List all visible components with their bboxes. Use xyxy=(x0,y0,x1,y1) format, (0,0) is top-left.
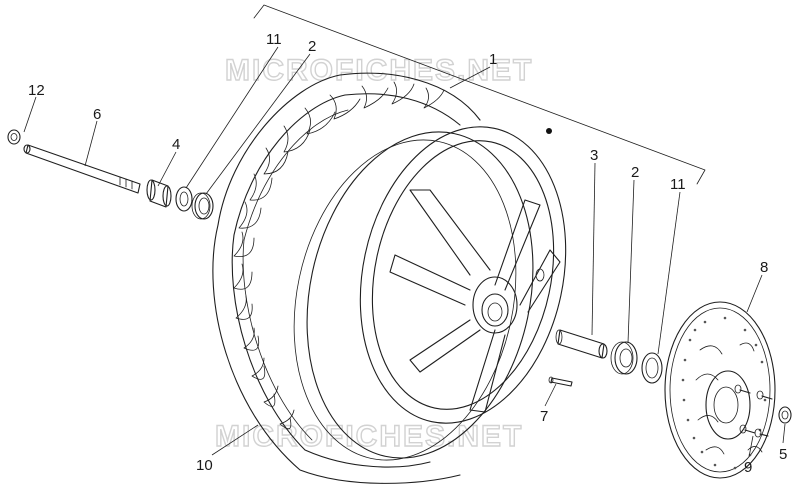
callout-11-right: 11 xyxy=(670,176,686,193)
brake-disc-part xyxy=(664,301,776,479)
bearing-left-part xyxy=(191,192,214,220)
callout-7: 7 xyxy=(540,408,548,425)
callout-11-left: 11 xyxy=(266,31,282,48)
callout-10: 10 xyxy=(196,457,213,474)
watermark-top: MICROFICHES.NET xyxy=(225,54,533,87)
seal-left-part xyxy=(175,186,193,212)
rim-marker-dot xyxy=(546,128,552,134)
callout-1: 1 xyxy=(489,51,497,68)
callout-2-right: 2 xyxy=(631,164,639,181)
callout-4: 4 xyxy=(172,136,180,153)
callout-8: 8 xyxy=(760,259,768,276)
assembly-bracket xyxy=(253,4,706,185)
callout-2-left: 2 xyxy=(308,38,316,55)
axle-part xyxy=(23,144,141,194)
leader-lines xyxy=(23,46,786,458)
seal-right-part xyxy=(641,352,663,384)
tyre-part xyxy=(212,72,481,484)
bearing-right-part xyxy=(610,341,638,375)
callout-labels: 12 6 4 11 2 1 3 2 11 8 7 9 5 10 xyxy=(28,31,787,476)
valve-part xyxy=(548,376,573,387)
watermark-bottom: MICROFICHES.NET xyxy=(215,420,523,453)
bolt-part xyxy=(778,406,792,424)
valve-hole xyxy=(535,268,545,282)
callout-6: 6 xyxy=(93,106,101,123)
disc-screws-part xyxy=(734,384,773,438)
disc-drill-holes xyxy=(681,316,767,470)
left-spacer-part xyxy=(146,179,172,208)
hub xyxy=(472,276,518,334)
axle-nut-part xyxy=(7,129,21,145)
callout-3: 3 xyxy=(590,147,598,164)
callout-5: 5 xyxy=(779,446,787,463)
rim-part xyxy=(293,126,567,461)
spacer-part xyxy=(555,329,608,359)
callout-9: 9 xyxy=(744,459,752,476)
callout-12: 12 xyxy=(28,82,45,99)
